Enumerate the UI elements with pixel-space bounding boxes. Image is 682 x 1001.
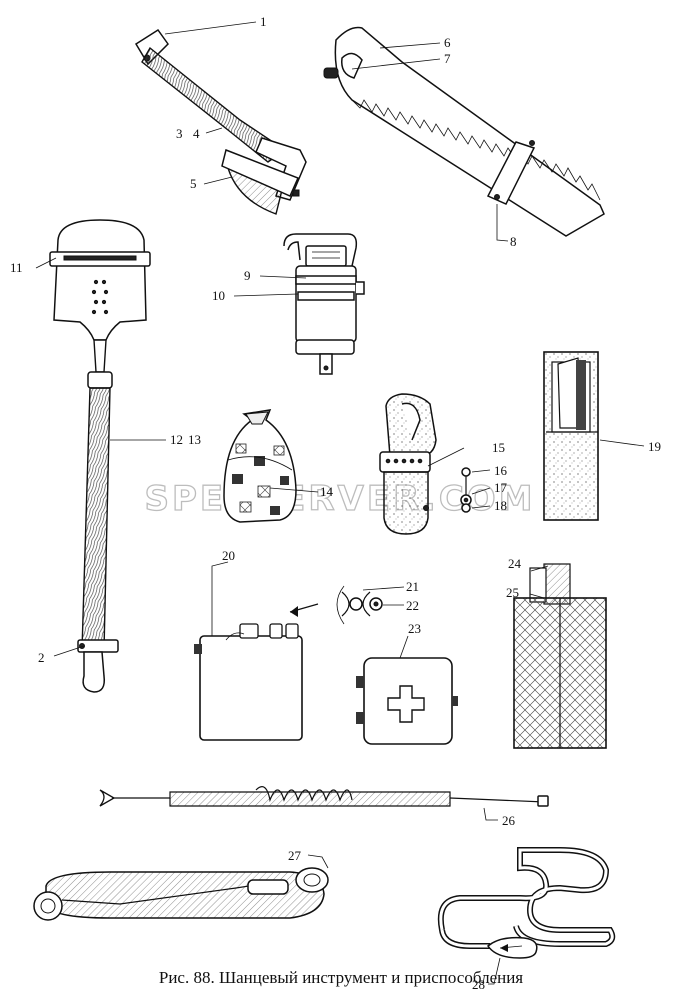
canister [379,393,472,535]
callout-5: 5 [190,176,197,191]
saw [323,26,605,237]
callout-1: 1 [260,14,267,29]
callout-12: 12 [170,432,183,447]
canister-holes [385,458,423,464]
callout-labels: 1 3 4 5 6 7 8 11 9 10 12 13 2 14 15 16 1… [10,14,661,992]
tin-can [194,585,383,741]
callout-14: 14 [320,484,334,499]
figure-caption: Рис. 88. Шанцевый инструмент и приспособ… [158,968,524,987]
callout-7: 7 [444,51,451,66]
callout-13: 13 [188,432,201,447]
bag [223,409,297,523]
callout-20: 20 [222,548,235,563]
first-aid-kit [356,657,458,745]
callout-22: 22 [406,598,419,613]
callout-16: 16 [494,463,508,478]
tool-box [543,351,599,521]
callout-27: 27 [288,848,302,863]
lamp [283,233,365,375]
callout-23: 23 [408,621,421,636]
callout-9: 9 [244,268,251,283]
shovel-rivets [91,279,109,315]
tow-rope [33,867,329,921]
callout-24: 24 [508,556,522,571]
hose [437,846,616,959]
tow-rod [99,786,549,807]
watermark: SPECSERVER.COM [144,479,535,519]
callout-21: 21 [406,579,419,594]
callout-3: 3 [176,126,183,141]
bag-pattern [232,443,289,515]
callout-26: 26 [502,813,516,828]
callout-2: 2 [38,650,45,665]
callout-25: 25 [506,585,519,600]
callout-18: 18 [494,498,507,513]
axe [134,28,307,215]
callout-17: 17 [494,480,508,495]
pouch [513,563,607,749]
callout-15: 15 [492,440,505,455]
shovel [49,219,151,693]
callout-4: 4 [193,126,200,141]
leader-lines [35,21,645,985]
callout-28: 28 [472,977,485,992]
callout-8: 8 [510,234,517,249]
callout-11: 11 [10,260,23,275]
callout-6: 6 [444,35,451,50]
callout-19: 19 [648,439,661,454]
callout-10: 10 [212,288,225,303]
